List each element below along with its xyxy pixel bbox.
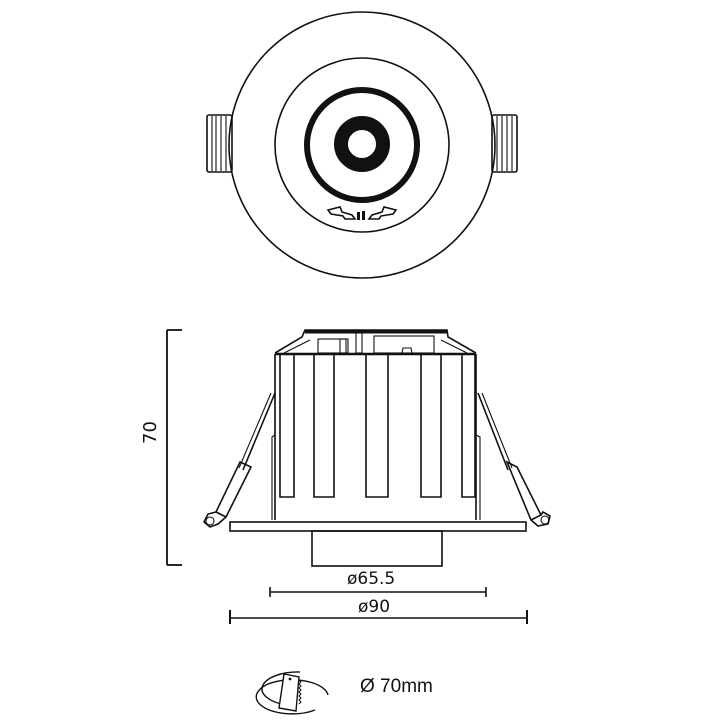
lens-housing <box>311 530 443 567</box>
side-view <box>166 329 551 624</box>
height-value: 70 <box>140 421 161 444</box>
cutout-diameter-value: Ø 70mm <box>360 676 433 697</box>
left-spring-clip <box>203 392 276 528</box>
cutout-diameter-label: Ø 70mm <box>360 676 433 698</box>
trim-flange <box>229 521 527 532</box>
lens-center <box>334 116 390 172</box>
height-dimension-label: 70 <box>140 421 161 444</box>
hole-saw-icon <box>255 671 329 715</box>
height-dimension-line <box>166 329 182 566</box>
lens-ring <box>304 87 420 203</box>
right-clip <box>491 114 518 173</box>
rotate-arrow-icon <box>326 206 398 220</box>
inner-ring <box>274 57 450 233</box>
heatsink-fins <box>279 355 476 498</box>
outer-diameter-dimension-line <box>229 610 528 624</box>
inner-diameter-value: ø65.5 <box>347 569 396 589</box>
right-spring-clip <box>477 392 551 527</box>
inner-diameter-label: ø65.5 <box>347 569 395 589</box>
left-clip <box>206 114 233 173</box>
outer-bezel <box>228 11 496 279</box>
outer-diameter-value: ø90 <box>358 597 391 617</box>
inner-diameter-dimension-line <box>269 587 487 597</box>
top-view <box>206 11 518 279</box>
outer-diameter-label: ø90 <box>358 597 390 617</box>
